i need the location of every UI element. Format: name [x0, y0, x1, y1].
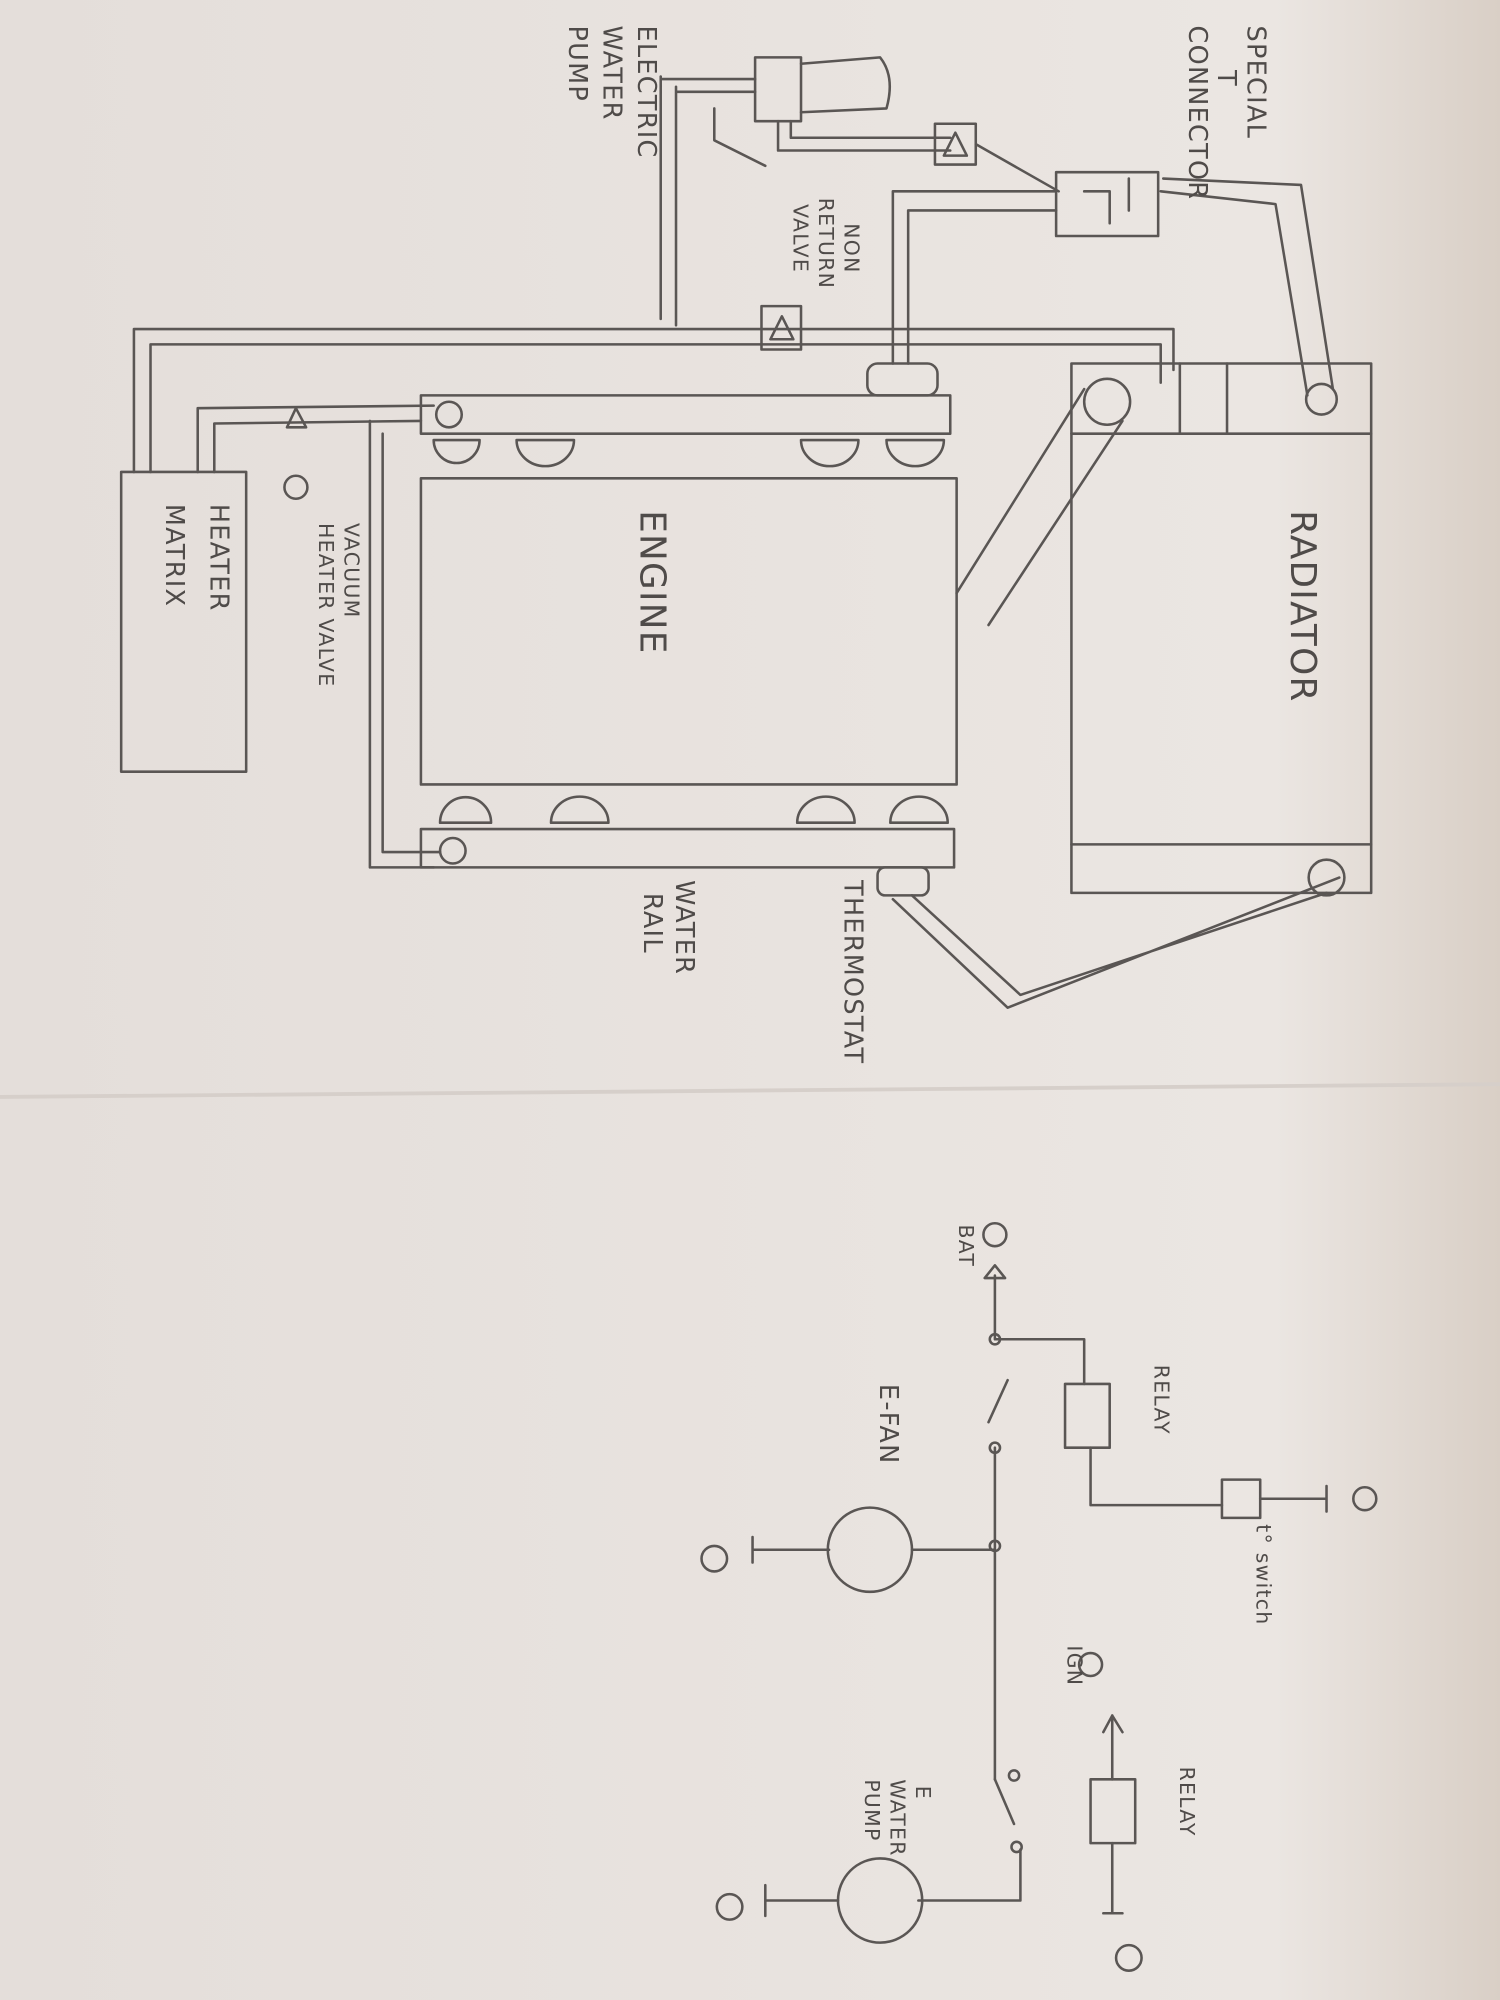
electric-water-pump: ELECTRIC WATER PUMP: [562, 26, 952, 327]
t-connector-label-1: SPECIAL: [1240, 26, 1270, 140]
heater-valve-label-1: VACUUM: [339, 523, 363, 619]
efan-minus-icon: [700, 1544, 729, 1573]
ign-label: IGN: [1063, 1645, 1087, 1686]
water-pump-motor: [836, 1857, 924, 1944]
vacuum-heater-valve: VACUUM HEATER VALVE: [283, 406, 363, 687]
battery-plus-icon: [982, 1221, 1008, 1248]
pump-minus-icon: [715, 1892, 744, 1921]
relay-2-minus-icon: [1114, 1943, 1143, 1972]
nrv-label-3: VALVE: [788, 204, 812, 273]
water-rail-label-2: RAIL: [637, 893, 667, 954]
top-radiator-hose: [955, 177, 1339, 627]
nrv-label-1: NON: [839, 223, 863, 273]
pump-label-2: WATER: [596, 26, 626, 121]
relay-2-label: RELAY: [1175, 1767, 1199, 1837]
battery-label: BAT: [954, 1224, 978, 1267]
thermostat: THERMOSTAT: [837, 858, 1346, 1064]
ign-plus-icon: [1077, 1651, 1104, 1678]
water-rail-label-1: WATER: [669, 880, 699, 975]
engine-label: ENGINE: [631, 510, 672, 654]
pump-label-1: ELECTRIC: [631, 26, 661, 159]
heater-hoses: [132, 327, 1175, 869]
engine: ENGINE: [419, 477, 958, 786]
radiator: RADIATOR: [1070, 362, 1373, 895]
pump-wiring-label-2: WATER: [885, 1779, 909, 1856]
wiring: BAT RELAY t° switch E-FAN IGN RELAY E WA…: [700, 1221, 1378, 1972]
efan-motor: [826, 1506, 914, 1594]
water-rail-bottom: WATER RAIL: [419, 795, 956, 975]
heater-matrix-label-2: MATRIX: [159, 504, 189, 607]
nrv-label-2: RETURN: [814, 198, 838, 290]
page-fold: [0, 1082, 1500, 1099]
switch-minus-icon: [1352, 1485, 1378, 1512]
heater-matrix-label-1: HEATER: [203, 504, 233, 612]
pump-wiring-label-3: PUMP: [860, 1779, 884, 1841]
t-connector-label-3: CONNECTOR: [1182, 26, 1212, 201]
relay-1-label: RELAY: [1149, 1365, 1173, 1435]
temp-switch-label: t° switch: [1251, 1524, 1275, 1625]
heater-valve-label-2: HEATER VALVE: [314, 523, 338, 687]
t-connector-label-2: T: [1211, 69, 1241, 87]
water-rail-top: [419, 394, 952, 468]
radiator-label: RADIATOR: [1282, 510, 1323, 702]
thermostat-label: THERMOSTAT: [837, 879, 867, 1064]
non-return-valve-upper: [933, 122, 1060, 193]
heater-matrix: HEATER MATRIX: [119, 470, 248, 773]
special-t-connector: SPECIAL T CONNECTOR: [866, 26, 1270, 397]
non-return-valve-lower: NON RETURN VALVE: [760, 198, 863, 351]
efan-label: E-FAN: [873, 1384, 903, 1465]
pump-wiring-label-1: E: [911, 1786, 935, 1800]
pump-label-3: PUMP: [562, 26, 592, 103]
